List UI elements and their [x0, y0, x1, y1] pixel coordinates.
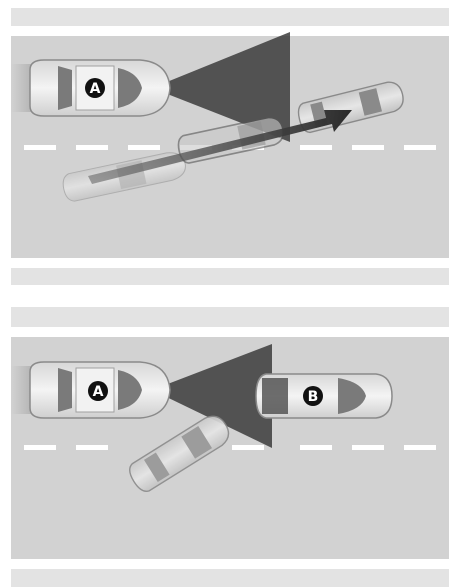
ego-vehicle-badge-bottom: A	[88, 381, 108, 401]
target-vehicle-badge: B	[303, 386, 323, 406]
target-vehicle-icon	[256, 374, 392, 418]
bottom-road-lower-strip	[11, 569, 449, 587]
target-vehicle-label: B	[308, 389, 319, 405]
ego-vehicle-label: A	[90, 81, 101, 97]
top-road-edge-strip	[11, 8, 449, 26]
top-panel: A	[11, 8, 449, 285]
bottom-panel: A B	[11, 307, 449, 587]
bottom-road-edge-strip	[11, 307, 449, 327]
top-road-lower-strip	[11, 268, 449, 285]
ego-vehicle-badge: A	[85, 78, 105, 98]
ego-vehicle-label-bottom: A	[93, 384, 104, 400]
